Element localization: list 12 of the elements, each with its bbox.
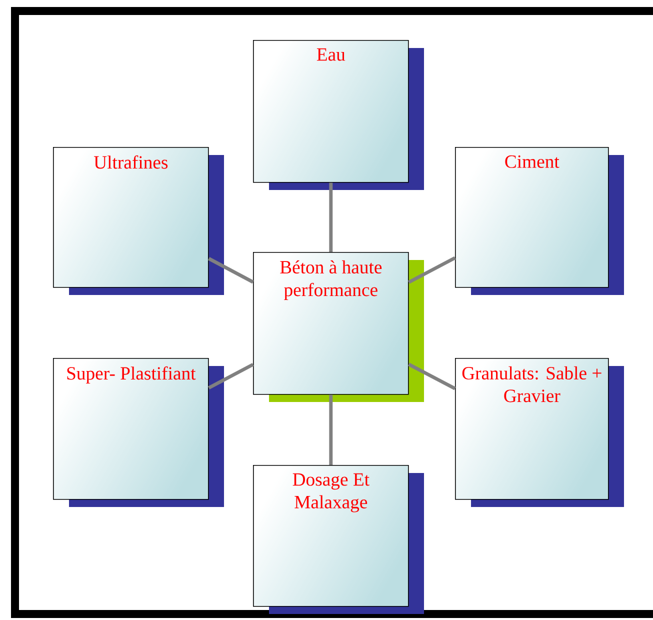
text-box: Granulats: Sable + Gravier [455,358,624,507]
connector-line [208,362,254,390]
text-box: Super- Plastifiant [53,358,224,507]
connector-line [408,256,456,284]
center-box: Béton à haute performance [253,252,424,402]
text-box: Ciment [455,146,624,295]
connector-line [329,182,333,252]
text-box: Ultrafines [53,146,224,295]
text-box: Eau [253,40,424,190]
connector-line [329,394,333,465]
connector-line [208,257,254,284]
text-box: Dosage Et Malaxage [253,464,424,614]
